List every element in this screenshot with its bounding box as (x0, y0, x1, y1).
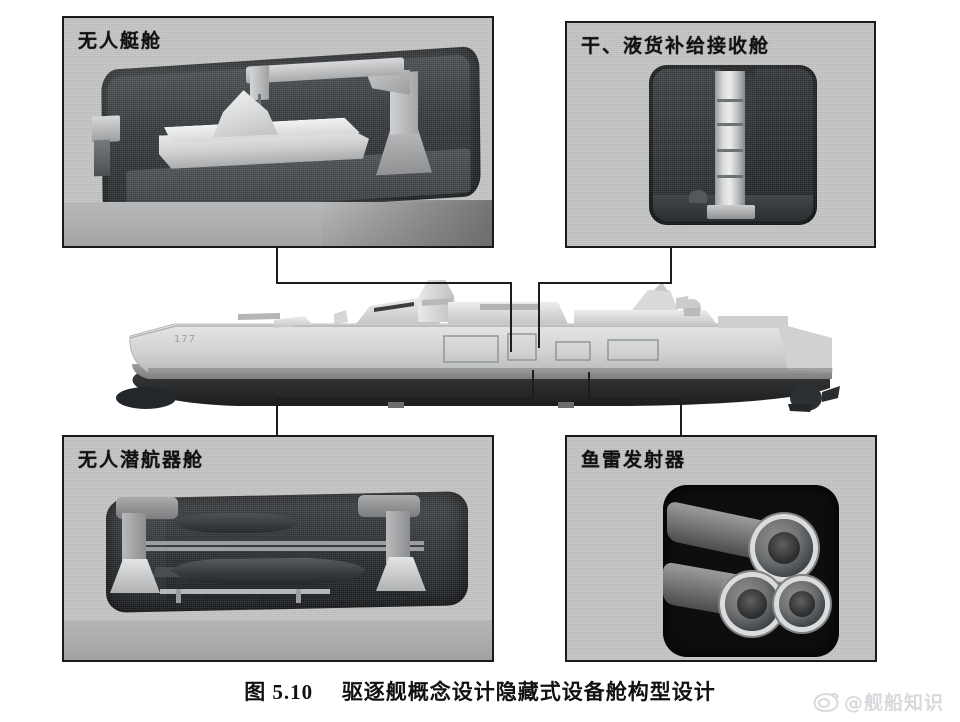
leader-line-ras-vertical-2 (538, 282, 540, 348)
weibo-handle: @舰船知识 (843, 692, 944, 714)
torpedo-tube-bore-3 (789, 591, 815, 617)
uuv-shelf-upper (136, 541, 424, 545)
panel-uuv-bay: 无人潜航器舱 (62, 435, 494, 662)
uuv-shelf-lower (136, 547, 424, 551)
destroyer-profile-illustration: 177 (88, 258, 878, 430)
leader-line-uuv-vertical-1 (276, 398, 278, 435)
panel-torpedo-launcher: 鱼雷发射器 (565, 435, 877, 662)
figure-caption: 图 5.10 驱逐舰概念设计隐藏式设备舱构型设计 (0, 676, 960, 706)
uuv-davit-left-column (122, 513, 146, 565)
ras-post-band-1 (717, 99, 743, 102)
torpedo-bay-opening (663, 485, 839, 657)
usv-bay-left-equipment-lower (94, 139, 110, 177)
torpedo-tube-bore-2 (736, 588, 768, 620)
uuv-davit-right-column (386, 511, 410, 563)
torpedo-tube-bore-1 (767, 531, 801, 565)
ras-post-base (707, 205, 755, 219)
leader-line-ras-horizontal (538, 282, 672, 284)
uuv-ground (64, 620, 492, 660)
leader-line-ras-vertical-1 (670, 248, 672, 284)
uuv-davit-right (358, 495, 426, 593)
leader-line-torpedo-horizontal (588, 398, 682, 400)
torpedo-tube-mouth-1 (755, 519, 813, 577)
ras-post-band-2 (717, 123, 743, 126)
weibo-eye-icon (813, 691, 839, 713)
ras-post-band-3 (717, 149, 743, 152)
svg-text:177: 177 (174, 334, 196, 345)
weibo-watermark: @舰船知识 (813, 688, 944, 715)
uuv-davit-left (110, 497, 178, 595)
panel-label-uuv-bay: 无人潜航器舱 (78, 449, 205, 471)
ras-bay-recess (649, 65, 817, 225)
leader-line-usv-vertical-2 (510, 282, 512, 352)
uuv-launch-rail (160, 589, 330, 594)
leader-line-usv-horizontal (276, 282, 512, 284)
ras-receiving-post (715, 71, 745, 211)
figure-caption-text: 驱逐舰概念设计隐藏式设备舱构型设计 (341, 680, 716, 704)
usv-ground-shadow (322, 200, 492, 246)
torpedo-tube-mouth-3 (779, 581, 825, 627)
uuv-vehicle-upper (176, 513, 298, 533)
panel-usv-bay: 无人艇舱 (62, 16, 494, 248)
usv-bay-left-equipment (92, 115, 120, 143)
panel-label-ras-bay: 干、液货补给接收舱 (581, 35, 771, 57)
panel-label-usv-bay: 无人艇舱 (78, 30, 163, 52)
panel-ras-bay: 干、液货补给接收舱 (565, 21, 876, 248)
leader-line-usv-vertical-1 (276, 248, 278, 284)
uuv-rail-leg-right (296, 589, 301, 603)
uuv-davit-right-base (376, 557, 426, 591)
leader-line-torpedo-vertical-2 (588, 372, 590, 400)
figure-number: 图 5.10 (244, 680, 314, 704)
leader-line-torpedo-vertical-1 (680, 398, 682, 435)
uuv-vehicle-main (170, 557, 366, 585)
uuv-davit-left-base (110, 559, 160, 593)
ras-post-band-4 (717, 175, 743, 178)
leader-line-uuv-horizontal (276, 398, 534, 400)
uuv-rail-leg-left (176, 589, 181, 603)
panel-label-torpedo-launcher: 鱼雷发射器 (581, 449, 687, 471)
torpedo-tube-mouth-2 (725, 577, 779, 631)
ras-bay-deck-fitting (689, 190, 707, 203)
leader-line-uuv-vertical-2 (532, 370, 534, 400)
